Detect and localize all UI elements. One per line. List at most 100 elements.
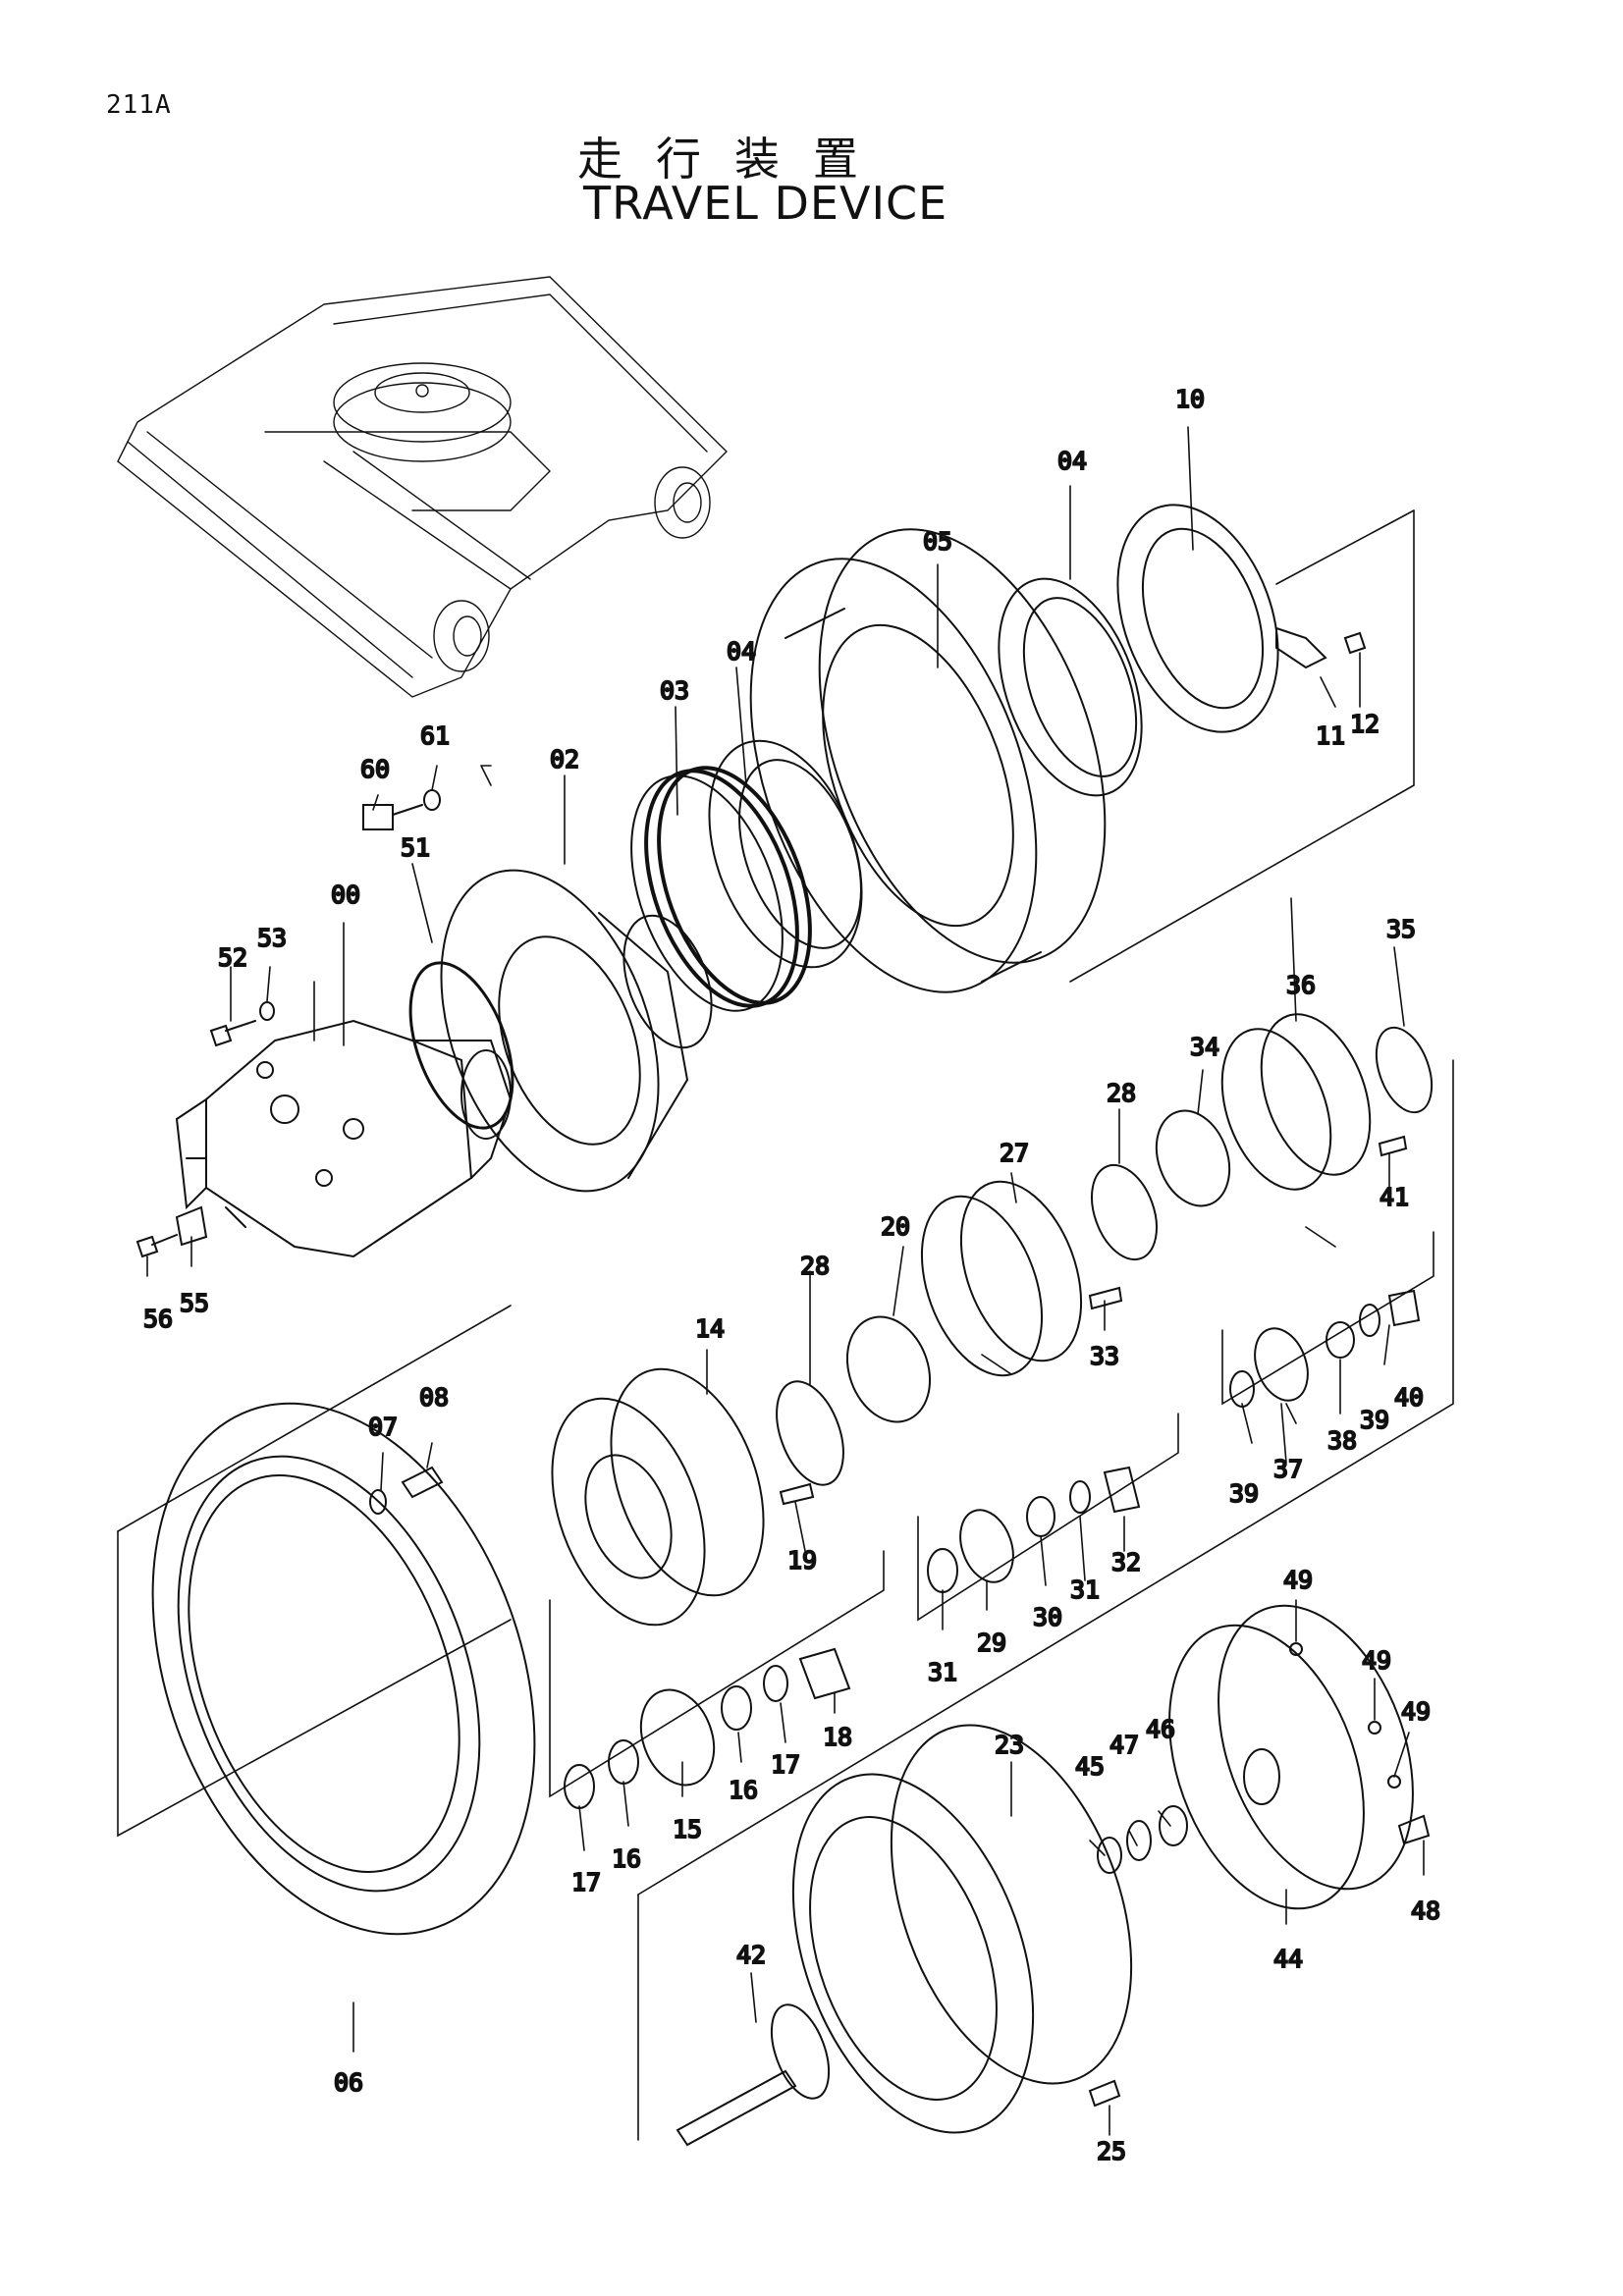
part-12-bolt <box>1343 631 1367 655</box>
part-20-sun-gear <box>845 1315 932 1423</box>
callout-00: 00 <box>331 881 360 909</box>
callout-02: 02 <box>550 745 579 774</box>
callout-04a: 04 <box>727 637 756 666</box>
callout-labels: 10 04 05 04 03 02 61 60 51 00 53 52 55 5… <box>142 384 1441 2166</box>
callout-11: 11 <box>1316 721 1345 750</box>
callout-39a: 39 <box>1229 1479 1259 1508</box>
part-11-lock-plate <box>1275 626 1327 669</box>
planet-set-29-32 <box>927 1466 1141 1593</box>
callout-08: 08 <box>419 1383 449 1412</box>
callout-05: 05 <box>923 527 952 556</box>
part-07-washer <box>369 1489 387 1515</box>
part-49-plug-b <box>1368 1721 1381 1735</box>
callout-28a: 28 <box>800 1252 830 1280</box>
part-45-spacer <box>1097 1837 1122 1874</box>
part-48-plug <box>1397 1814 1431 1845</box>
callout-39b: 39 <box>1360 1406 1389 1434</box>
part-28-thrust-plate-a <box>776 1380 844 1486</box>
callout-32: 32 <box>1111 1548 1141 1576</box>
part-04-bearing-right <box>998 577 1143 797</box>
part-60-bolt <box>362 804 423 830</box>
callout-49a: 49 <box>1283 1566 1313 1594</box>
callout-03: 03 <box>660 676 689 705</box>
callout-12: 12 <box>1350 710 1380 738</box>
callout-31a: 31 <box>928 1658 957 1686</box>
part-47-snap-ring <box>1126 1820 1152 1861</box>
part-52-bolt <box>209 1020 256 1047</box>
callout-17b: 17 <box>771 1750 800 1779</box>
part-51-o-ring <box>408 961 514 1130</box>
callout-55: 55 <box>180 1289 209 1317</box>
part-08-bolt <box>401 1466 444 1499</box>
part-55-plate <box>175 1205 208 1247</box>
part-34-sun-gear <box>1155 1109 1231 1207</box>
callout-10: 10 <box>1175 385 1205 413</box>
callout-14: 14 <box>695 1314 725 1343</box>
part-05-hub-housing <box>749 528 1107 993</box>
callout-46: 46 <box>1146 1715 1175 1743</box>
callout-35: 35 <box>1386 915 1416 943</box>
part-28-thrust-plate-b <box>1091 1163 1158 1261</box>
assembly-bracket-lines <box>117 509 1454 2141</box>
planet-set-15-18 <box>564 1647 851 1809</box>
part-49-plug-a <box>1289 1642 1303 1656</box>
part-25-bolt <box>1088 2079 1121 2108</box>
callout-37: 37 <box>1273 1455 1303 1483</box>
callout-36: 36 <box>1286 971 1316 999</box>
callout-leader-lines <box>146 426 1425 2136</box>
page-code: 211A <box>106 90 172 120</box>
callout-28b: 28 <box>1107 1079 1136 1107</box>
part-56-bolt <box>135 1234 178 1258</box>
title-japanese: 走行装置 <box>577 133 892 186</box>
callout-25: 25 <box>1097 2137 1126 2165</box>
callout-06: 06 <box>334 2068 363 2097</box>
part-61-washer <box>423 789 441 811</box>
callout-29: 29 <box>977 1629 1006 1657</box>
part-19-pin <box>779 1482 815 1506</box>
callout-23: 23 <box>995 1731 1024 1759</box>
callout-41: 41 <box>1380 1183 1409 1211</box>
callout-60: 60 <box>360 755 390 783</box>
part-44-cover <box>1168 1604 1414 1910</box>
callout-49b: 49 <box>1362 1646 1391 1675</box>
callout-44: 44 <box>1273 1945 1303 1973</box>
part-00-travel-motor <box>175 1019 513 1258</box>
callout-52: 52 <box>218 943 247 972</box>
part-14-carrier <box>551 1367 765 1627</box>
part-10-ring-nut <box>1116 504 1279 733</box>
callout-19: 19 <box>787 1546 817 1575</box>
part-03-seal <box>630 766 812 1012</box>
part-53-washer <box>259 1001 275 1021</box>
part-42-shaft <box>676 2003 831 2147</box>
callout-38: 38 <box>1327 1426 1357 1455</box>
planet-set-37-40 <box>1229 1289 1421 1408</box>
callout-16a: 16 <box>612 1844 641 1873</box>
callout-34: 34 <box>1190 1033 1219 1061</box>
callout-40: 40 <box>1394 1383 1424 1412</box>
callout-04b: 04 <box>1057 447 1087 475</box>
callout-47: 47 <box>1109 1731 1139 1759</box>
callout-17a: 17 <box>571 1868 601 1896</box>
callout-30: 30 <box>1033 1603 1062 1631</box>
part-02-flange <box>440 869 713 1193</box>
part-04-bearing-left <box>708 739 863 969</box>
callout-49c: 49 <box>1401 1697 1431 1726</box>
part-23-ring-gear <box>791 1724 1133 2134</box>
callout-61: 61 <box>420 721 450 750</box>
part-33-pin <box>1088 1286 1123 1310</box>
part-41-pin <box>1378 1135 1408 1157</box>
part-06-sprocket <box>151 1402 536 1936</box>
callout-51: 51 <box>401 833 430 862</box>
callout-20: 20 <box>881 1212 910 1241</box>
callout-27: 27 <box>1000 1139 1029 1167</box>
callout-16b: 16 <box>729 1776 758 1804</box>
part-49-plug-c <box>1387 1775 1401 1789</box>
callout-07: 07 <box>368 1413 398 1441</box>
part-27-carrier <box>920 1180 1083 1377</box>
callout-45: 45 <box>1075 1752 1105 1781</box>
callout-15: 15 <box>673 1815 702 1843</box>
callout-48: 48 <box>1411 1896 1440 1925</box>
callout-33: 33 <box>1090 1342 1119 1370</box>
part-36-carrier <box>1220 1013 1372 1191</box>
